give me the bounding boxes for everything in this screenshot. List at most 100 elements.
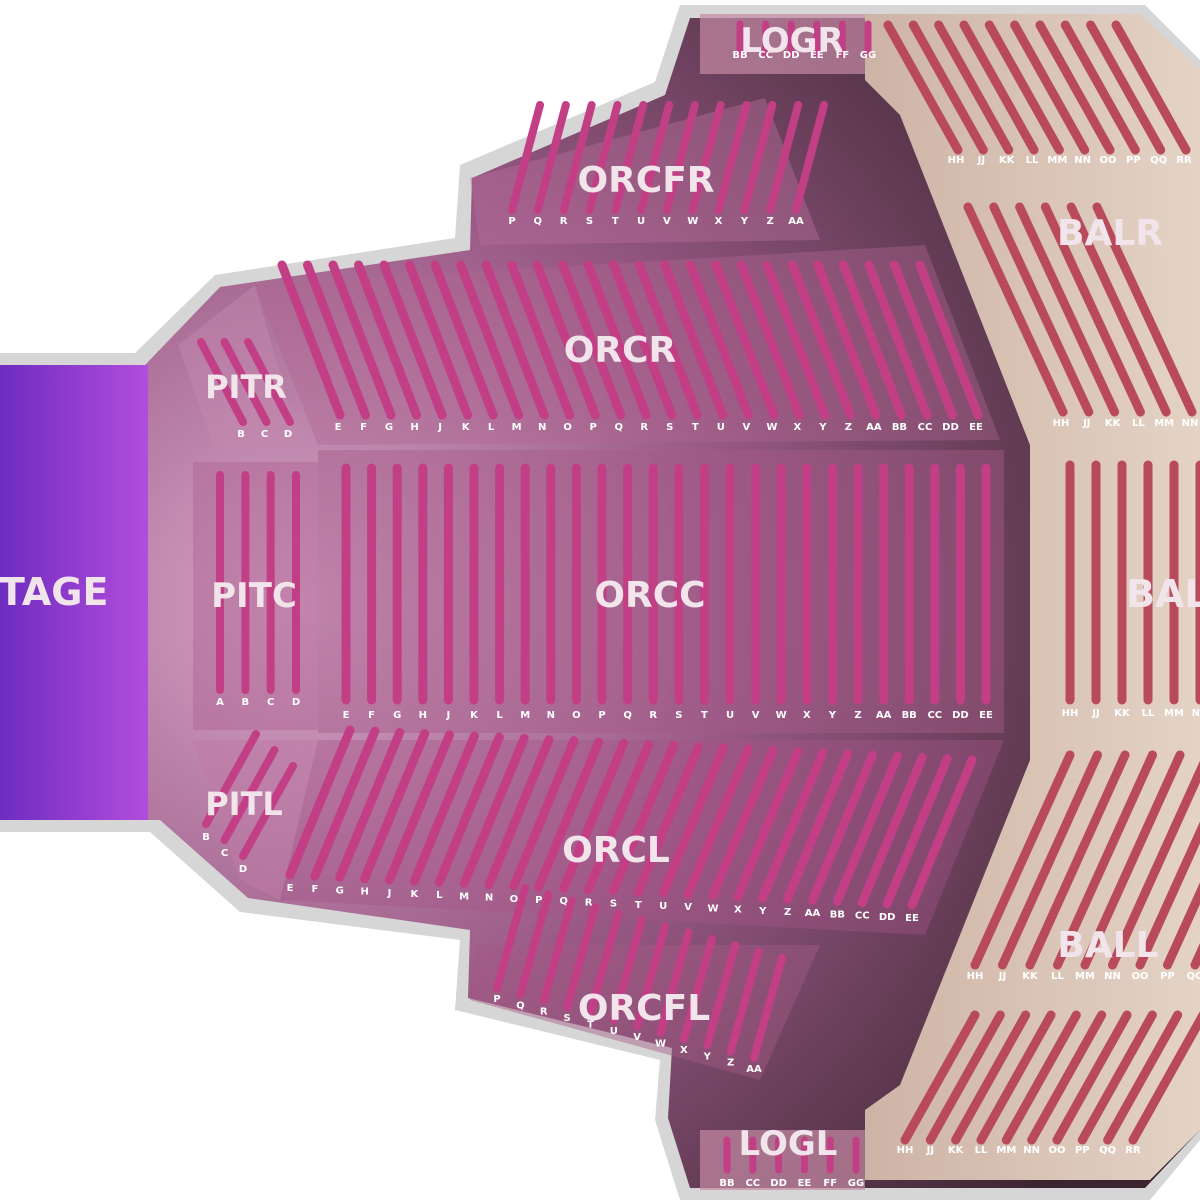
section-label-balc[interactable]: BALC bbox=[1126, 572, 1200, 616]
orcfl-row-y[interactable] bbox=[703, 941, 740, 1050]
section-label-orcfl[interactable]: ORCFL bbox=[578, 988, 710, 1029]
ball-row-jj[interactable] bbox=[998, 750, 1102, 970]
orcfl-row-u[interactable] bbox=[609, 915, 646, 1024]
orcl-row-e[interactable] bbox=[285, 725, 355, 880]
orcl-row-k[interactable] bbox=[409, 731, 479, 886]
orcr-row-m[interactable] bbox=[456, 260, 524, 420]
ball_bottom-row-pp[interactable] bbox=[1077, 1010, 1157, 1145]
balr-row-jj[interactable] bbox=[989, 202, 1094, 417]
section-label-logr[interactable]: LOGR bbox=[740, 21, 843, 61]
orcfr-row-v[interactable] bbox=[662, 101, 699, 214]
section-label-pitl[interactable]: PITL bbox=[205, 785, 283, 823]
section-label-balr[interactable]: BALR bbox=[1057, 213, 1163, 254]
balr_top-row-pp[interactable] bbox=[1060, 20, 1140, 155]
orcfr-row-t[interactable] bbox=[611, 101, 648, 214]
orcr-row-q[interactable] bbox=[558, 260, 626, 420]
balr_top-row-kk[interactable] bbox=[934, 20, 1014, 155]
orcr-row-x[interactable] bbox=[736, 260, 804, 420]
orcr-row-f[interactable] bbox=[303, 260, 371, 420]
ball_bottom-row-qq[interactable] bbox=[1103, 1010, 1183, 1145]
balr_top-row-nn[interactable] bbox=[1010, 20, 1090, 155]
orcr-row-v[interactable] bbox=[685, 260, 753, 420]
orcfl-row-v[interactable] bbox=[633, 922, 670, 1031]
orcfl-row-z[interactable] bbox=[726, 947, 763, 1056]
section-label-orcfr[interactable]: ORCFR bbox=[577, 160, 714, 201]
orcfl-row-q[interactable] bbox=[516, 890, 553, 999]
orcr-row-t[interactable] bbox=[634, 260, 702, 420]
orcfr-row-y[interactable] bbox=[740, 101, 777, 214]
ball-row-mm[interactable] bbox=[1080, 750, 1185, 970]
orcfr-row-p[interactable] bbox=[508, 101, 544, 214]
balr-row-ll[interactable] bbox=[1040, 202, 1145, 417]
section-label-ball[interactable]: BALL bbox=[1057, 925, 1158, 966]
orcl-row-w[interactable] bbox=[708, 745, 778, 900]
orcr-row-w[interactable] bbox=[711, 260, 779, 420]
orcfl-row-s[interactable] bbox=[563, 903, 600, 1012]
ball-row-kk[interactable] bbox=[1025, 750, 1130, 970]
ball_bottom-row-rr[interactable] bbox=[1128, 1011, 1200, 1145]
orcr-row-dd[interactable] bbox=[889, 260, 957, 420]
orcl-row-l[interactable] bbox=[434, 732, 504, 887]
ball-row-ll[interactable] bbox=[1053, 750, 1157, 970]
section-label-pitr[interactable]: PITR bbox=[205, 368, 287, 406]
orcl-row-s[interactable] bbox=[608, 741, 678, 896]
ball_bottom-row-hh[interactable] bbox=[900, 1010, 980, 1145]
orcl-row-dd[interactable] bbox=[882, 754, 952, 909]
section-label-orcl[interactable]: ORCL bbox=[562, 830, 670, 871]
ball-row-nn[interactable] bbox=[1108, 755, 1200, 970]
pitr-row-c[interactable] bbox=[220, 338, 271, 426]
orcl-row-j[interactable] bbox=[385, 730, 455, 885]
balr_top-row-jj[interactable] bbox=[908, 20, 988, 155]
balr_top-row-ll[interactable] bbox=[959, 20, 1039, 155]
orcr-row-z[interactable] bbox=[787, 260, 855, 420]
pitl-row-d[interactable] bbox=[239, 762, 297, 860]
orcl-row-o[interactable] bbox=[509, 736, 579, 891]
orcl-row-p[interactable] bbox=[534, 737, 604, 892]
orcfr-row-q[interactable] bbox=[533, 101, 570, 214]
orcl-row-g[interactable] bbox=[335, 727, 405, 882]
orcl-row-aa[interactable] bbox=[807, 750, 877, 905]
orcl-row-bb[interactable] bbox=[832, 751, 902, 906]
balr-row-mm[interactable] bbox=[1066, 202, 1171, 417]
pitl-row-c[interactable] bbox=[220, 746, 279, 844]
orcr-row-o[interactable] bbox=[507, 260, 575, 420]
orcl-row-t[interactable] bbox=[633, 742, 703, 897]
orcr-row-j[interactable] bbox=[379, 260, 447, 420]
balr_top-row-rr[interactable] bbox=[1111, 20, 1191, 155]
orcfr-row-w[interactable] bbox=[688, 101, 725, 214]
section-label-orcc[interactable]: ORCC bbox=[594, 575, 705, 616]
orcr-row-r[interactable] bbox=[583, 260, 651, 420]
orcl-row-u[interactable] bbox=[658, 743, 728, 898]
orcfl-row-t[interactable] bbox=[586, 909, 623, 1018]
orcl-row-x[interactable] bbox=[733, 747, 803, 902]
orcr-row-ee[interactable] bbox=[915, 260, 983, 420]
balr-row-nn[interactable] bbox=[1092, 202, 1197, 417]
balr_top-row-hh[interactable] bbox=[883, 20, 963, 155]
orcl-row-f[interactable] bbox=[310, 726, 380, 881]
balr_top-row-oo[interactable] bbox=[1035, 20, 1115, 155]
orcfl-row-p[interactable] bbox=[493, 884, 529, 992]
orcfr-row-z[interactable] bbox=[766, 101, 803, 214]
orcl-row-q[interactable] bbox=[559, 738, 629, 893]
orcfr-row-x[interactable] bbox=[714, 101, 751, 214]
orcr-row-bb[interactable] bbox=[838, 260, 906, 420]
balr-row-hh[interactable] bbox=[963, 202, 1068, 417]
orcr-row-l[interactable] bbox=[430, 260, 498, 420]
ball_bottom-row-nn[interactable] bbox=[1027, 1010, 1107, 1145]
ball_bottom-row-jj[interactable] bbox=[925, 1010, 1005, 1145]
orcr-row-s[interactable] bbox=[609, 260, 677, 420]
orcfr-row-aa[interactable] bbox=[792, 101, 828, 214]
orcr-row-h[interactable] bbox=[354, 260, 422, 420]
orcl-row-cc[interactable] bbox=[857, 753, 927, 908]
orcr-row-u[interactable] bbox=[660, 260, 728, 420]
orcr-row-g[interactable] bbox=[328, 260, 396, 420]
orcr-row-aa[interactable] bbox=[813, 260, 881, 420]
balr-row-kk[interactable] bbox=[1015, 202, 1120, 417]
orcl-row-y[interactable] bbox=[758, 748, 828, 903]
orcfl-row-r[interactable] bbox=[539, 896, 576, 1005]
ball-row-hh[interactable] bbox=[970, 750, 1075, 970]
ball_bottom-row-oo[interactable] bbox=[1052, 1010, 1132, 1145]
pitr-row-d[interactable] bbox=[244, 338, 294, 426]
orcfr-row-u[interactable] bbox=[637, 101, 674, 214]
ball_bottom-row-kk[interactable] bbox=[951, 1010, 1031, 1145]
